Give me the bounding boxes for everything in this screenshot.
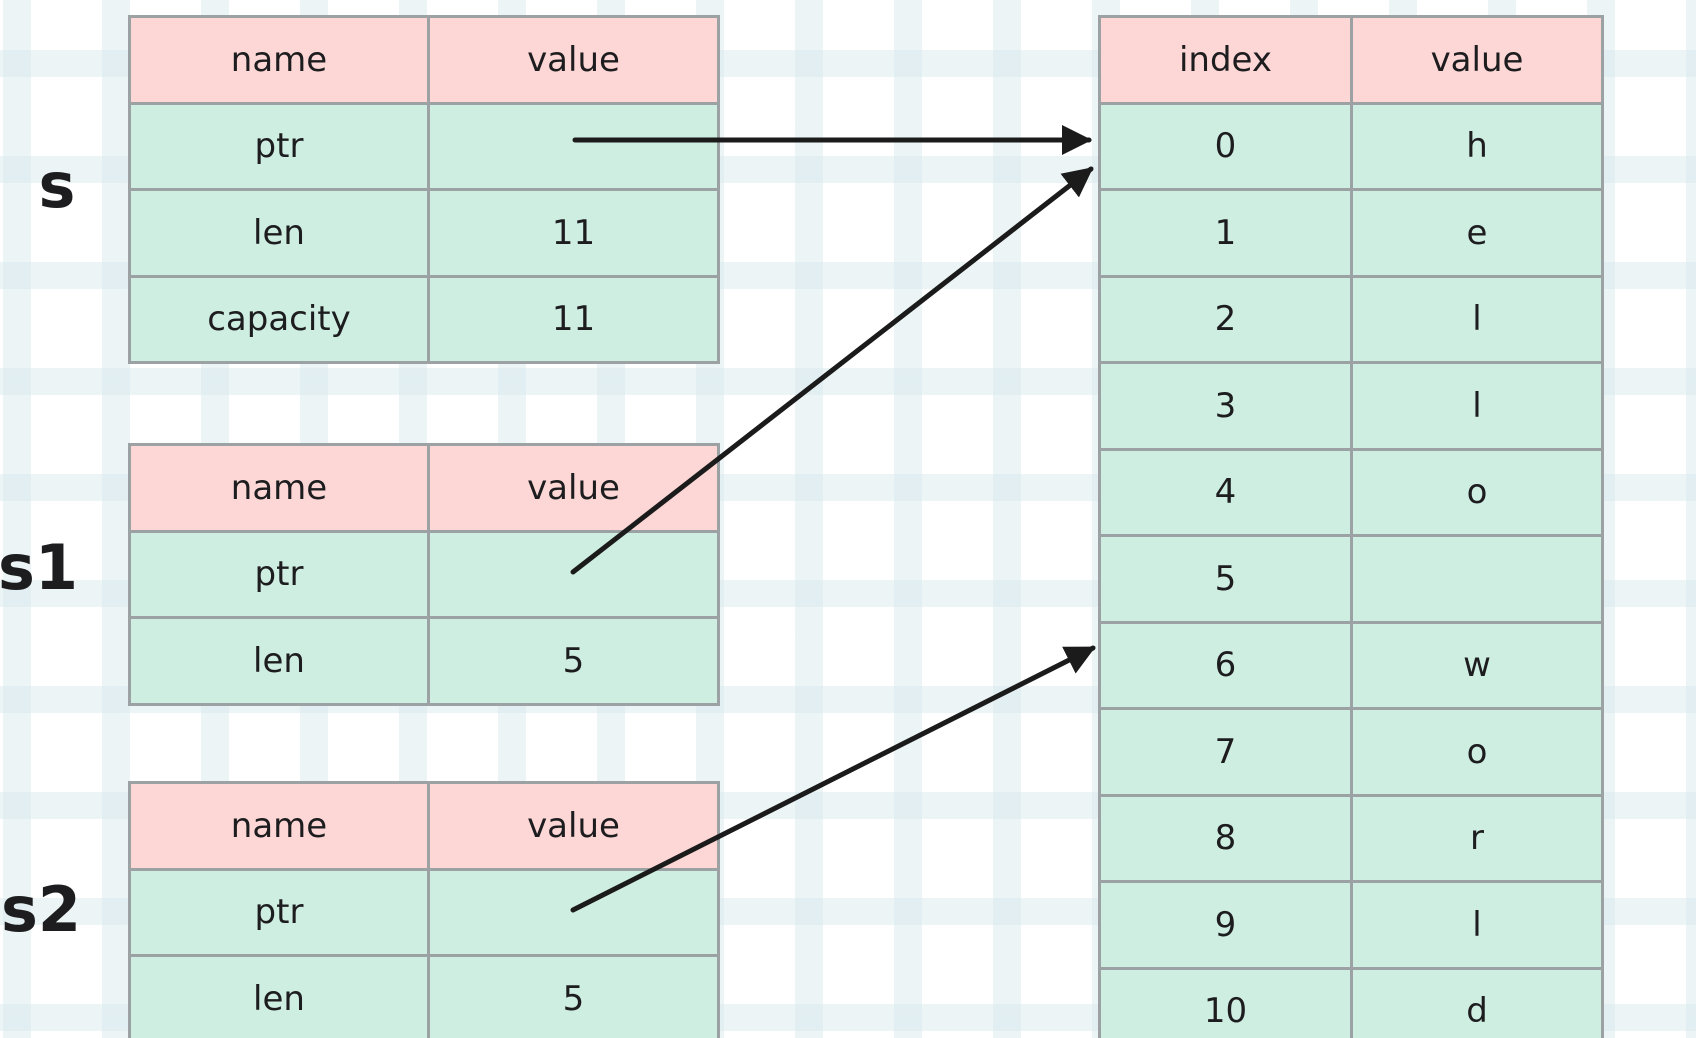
heap-row-3: 3 l <box>1098 361 1604 451</box>
header-index: index <box>1098 15 1353 105</box>
heap-row-10: 10 d <box>1098 966 1604 1038</box>
header-value: value <box>427 443 720 533</box>
cell-value: l <box>1350 880 1604 970</box>
cell-s-ptr-name: ptr <box>128 101 430 191</box>
heap-row-6: 6 w <box>1098 620 1604 710</box>
cell-s-capacity-value: 11 <box>427 274 720 364</box>
table-row-ptr: ptr <box>128 101 720 191</box>
cell-value: h <box>1350 101 1604 191</box>
header-value: value <box>1350 15 1604 105</box>
cell-index: 9 <box>1098 880 1353 970</box>
heap-row-4: 4 o <box>1098 447 1604 537</box>
cell-index: 3 <box>1098 361 1353 451</box>
cell-index: 6 <box>1098 620 1353 710</box>
cell-s-capacity-name: capacity <box>128 274 430 364</box>
header-value: value <box>427 781 720 871</box>
cell-index: 10 <box>1098 966 1353 1038</box>
table-header-row: name value <box>128 781 720 871</box>
variable-label-s2: s2 <box>1 873 82 946</box>
cell-s-ptr-value <box>427 101 720 191</box>
heap-row-7: 7 o <box>1098 707 1604 797</box>
cell-value: o <box>1350 707 1604 797</box>
table-row-len: len 5 <box>128 954 720 1038</box>
cell-s1-ptr-name: ptr <box>128 529 430 619</box>
table-row-ptr: ptr <box>128 867 720 957</box>
cell-s-len-name: len <box>128 188 430 278</box>
cell-s1-ptr-value <box>427 529 720 619</box>
cell-value: w <box>1350 620 1604 710</box>
header-value: value <box>427 15 720 105</box>
cell-s-len-value: 11 <box>427 188 720 278</box>
cell-s2-len-value: 5 <box>427 954 720 1038</box>
cell-index: 0 <box>1098 101 1353 191</box>
cell-index: 1 <box>1098 188 1353 278</box>
cell-s1-len-name: len <box>128 616 430 706</box>
header-name: name <box>128 781 430 871</box>
heap-row-9: 9 l <box>1098 880 1604 970</box>
cell-value: e <box>1350 188 1604 278</box>
cell-s2-ptr-name: ptr <box>128 867 430 957</box>
cell-s1-len-value: 5 <box>427 616 720 706</box>
cell-value: l <box>1350 274 1604 364</box>
cell-index: 8 <box>1098 793 1353 883</box>
table-header-row: name value <box>128 15 720 105</box>
variable-label-s1: s1 <box>0 531 79 604</box>
struct-table-s2: name value ptr len 5 <box>128 781 720 1038</box>
cell-s2-ptr-value <box>427 867 720 957</box>
cell-value: r <box>1350 793 1604 883</box>
struct-table-s1: name value ptr len 5 <box>128 443 720 706</box>
cell-index: 7 <box>1098 707 1353 797</box>
cell-index: 2 <box>1098 274 1353 364</box>
variable-label-s: s <box>38 149 76 222</box>
table-row-capacity: capacity 11 <box>128 274 720 364</box>
table-row-ptr: ptr <box>128 529 720 619</box>
heap-row-0: 0 h <box>1098 101 1604 191</box>
struct-table-s: name value ptr len 11 capacity 11 <box>128 15 720 364</box>
heap-row-5: 5 <box>1098 534 1604 624</box>
table-row-len: len 5 <box>128 616 720 706</box>
heap-row-1: 1 e <box>1098 188 1604 278</box>
cell-value: d <box>1350 966 1604 1038</box>
heap-row-8: 8 r <box>1098 793 1604 883</box>
cell-value <box>1350 534 1604 624</box>
cell-value: l <box>1350 361 1604 451</box>
heap-row-2: 2 l <box>1098 274 1604 364</box>
cell-value: o <box>1350 447 1604 537</box>
header-name: name <box>128 15 430 105</box>
header-name: name <box>128 443 430 533</box>
cell-s2-len-name: len <box>128 954 430 1038</box>
cell-index: 5 <box>1098 534 1353 624</box>
table-header-row: index value <box>1098 15 1604 105</box>
cell-index: 4 <box>1098 447 1353 537</box>
table-header-row: name value <box>128 443 720 533</box>
table-row-len: len 11 <box>128 188 720 278</box>
heap-string-table: index value 0 h 1 e 2 l 3 l 4 o 5 6 w <box>1098 15 1604 1038</box>
